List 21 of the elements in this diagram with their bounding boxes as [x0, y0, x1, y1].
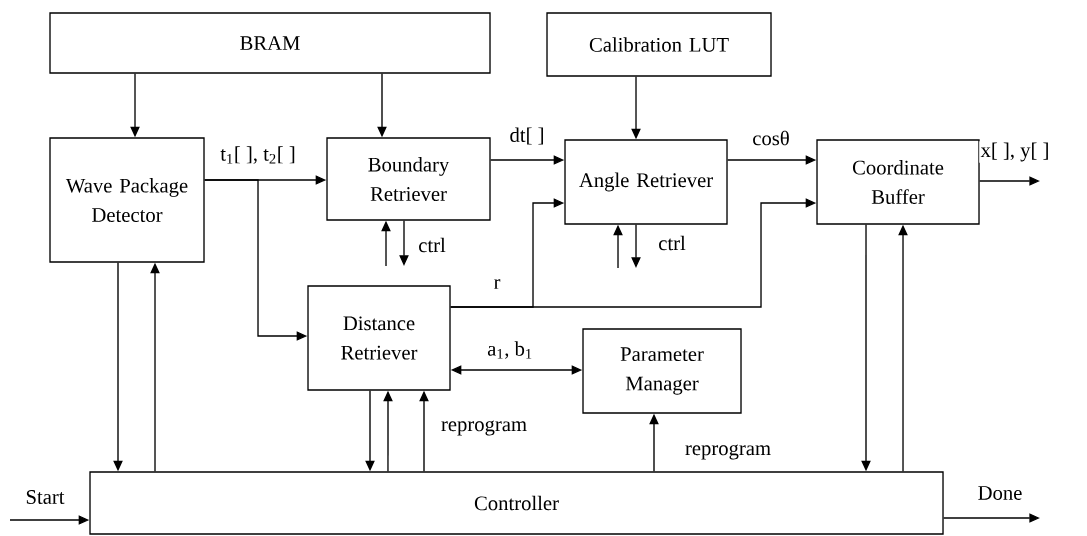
edge-label: t$_{1}$[ ], t$_{2}$[ ] — [218, 144, 298, 166]
edge-label: Start — [24, 488, 66, 506]
block-box: Coordinate Buffer — [816, 139, 980, 225]
block-box: Controller — [89, 471, 944, 535]
edge-label: ctrl — [416, 236, 448, 254]
edge-label: x[ ], y[ ] — [979, 141, 1051, 163]
block-box: Calibration LUT — [546, 12, 772, 77]
edge-label: reprogram — [439, 419, 529, 437]
edge-label: a$_{1}$, b$_{1}$ — [485, 339, 535, 361]
block-box: Wave Package Detector — [49, 137, 205, 263]
edge-label: Done — [976, 484, 1024, 502]
block-box: Parameter Manager — [582, 328, 742, 414]
block-box: BRAM — [49, 12, 491, 74]
block-box: Distance Retriever — [307, 285, 451, 391]
edge-label: ctrl — [656, 234, 688, 252]
edge-label: cosθ — [750, 129, 792, 147]
edge-label: r — [492, 277, 502, 291]
block-box: Angle Retriever — [564, 139, 728, 225]
edge-label: dt[ ] — [508, 126, 546, 146]
edge-label: reprogram — [683, 443, 773, 461]
block-box: Boundary Retriever — [326, 137, 491, 221]
